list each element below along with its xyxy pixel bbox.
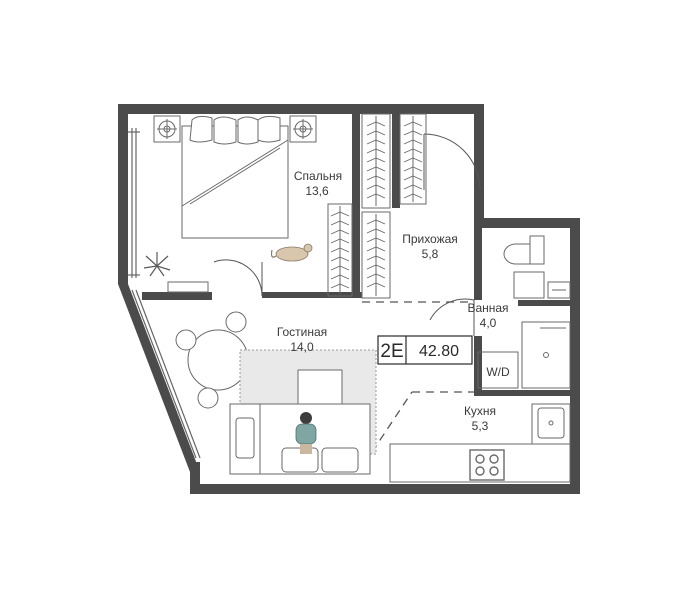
nightstand-left (153, 115, 181, 143)
washbasin (547, 281, 571, 299)
wardrobe-hanger-marks (330, 121, 423, 289)
room-area-living: 14,0 (290, 340, 314, 354)
kitchen-sink (537, 407, 565, 439)
hanger-mark (366, 228, 386, 234)
bath-shelf (513, 271, 545, 299)
unit-area: 42.80 (419, 343, 459, 360)
hanger-mark (330, 211, 350, 217)
hanger-mark (366, 166, 386, 172)
room-area-bathroom: 4,0 (480, 316, 497, 330)
zone-separators (362, 301, 474, 453)
person-illustration (295, 412, 317, 454)
unit-type: 2E (380, 341, 403, 362)
cooktop (469, 449, 505, 481)
washer-dryer (477, 351, 519, 389)
hanger-mark (330, 229, 350, 235)
hanger-mark (403, 139, 423, 145)
hanger-mark (366, 273, 386, 279)
hanger-mark (330, 265, 350, 271)
hanger-mark (330, 256, 350, 262)
hanger-mark (366, 237, 386, 243)
window-glazing (128, 128, 201, 459)
toilet (503, 235, 545, 265)
plant-icon (143, 252, 171, 277)
hanger-mark (366, 148, 386, 154)
hanger-mark (403, 157, 423, 163)
hanger-mark (366, 282, 386, 288)
room-name-bedroom: Спальня (294, 169, 342, 183)
coffee-table (297, 369, 343, 407)
hanger-mark (366, 255, 386, 261)
hanger-mark (366, 139, 386, 145)
washer-dryer-label: W/D (486, 365, 510, 379)
bed (181, 115, 289, 239)
hanger-mark (403, 148, 423, 154)
hanger-mark (403, 166, 423, 172)
hanger-mark (403, 175, 423, 181)
hanger-mark (403, 193, 423, 199)
hanger-mark (366, 184, 386, 190)
room-area-kitchen: 5,3 (472, 419, 489, 433)
hanger-mark (366, 219, 386, 225)
nightstand-right (289, 115, 317, 143)
cat-illustration (270, 243, 313, 262)
hanger-mark (366, 130, 386, 136)
shower (521, 321, 571, 389)
hanger-mark (330, 220, 350, 226)
room-name-bathroom: Ванная (467, 301, 508, 315)
hanger-mark (403, 184, 423, 190)
hanger-mark (366, 175, 386, 181)
hanger-mark (403, 121, 423, 127)
hanger-mark (366, 157, 386, 163)
hanger-mark (366, 264, 386, 270)
hanger-mark (330, 283, 350, 289)
room-name-hallway: Прихожая (402, 232, 458, 246)
room-area-bedroom: 13,6 (305, 184, 329, 198)
room-name-kitchen: Кухня (464, 404, 496, 418)
room-area-hallway: 5,8 (422, 247, 439, 261)
wardrobe-bedroom (327, 203, 353, 297)
hanger-mark (366, 246, 386, 252)
kitchen-counter (389, 403, 571, 483)
hanger-mark (330, 247, 350, 253)
bedroom-cabinet (167, 281, 209, 293)
hanger-mark (366, 193, 386, 199)
hanger-mark (366, 121, 386, 127)
hanger-mark (330, 274, 350, 280)
unit-badge: 2E 42.80 (377, 335, 473, 365)
room-name-living: Гостиная (277, 325, 327, 339)
hanger-mark (330, 238, 350, 244)
hanger-mark (403, 130, 423, 136)
